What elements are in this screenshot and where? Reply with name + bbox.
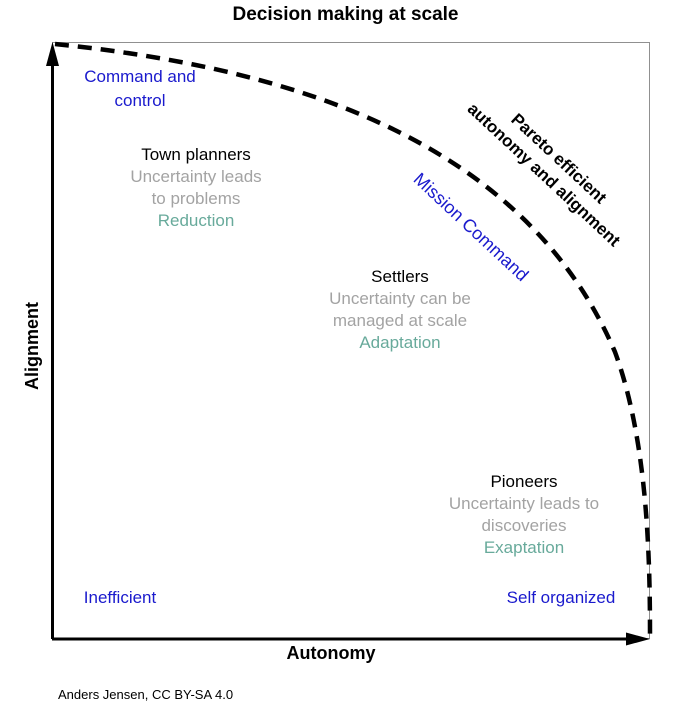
zone-description-line1: Uncertainty leads (130, 167, 262, 186)
zone-description-line2: to problems (151, 189, 241, 208)
zone-pioneers: Pioneers Uncertainty leads to discoverie… (424, 471, 624, 559)
y-axis-label: Alignment (22, 302, 42, 390)
attribution-credit: Anders Jensen, CC BY-SA 4.0 (58, 687, 234, 702)
zone-town-planners: Town planners Uncertainty leads to probl… (96, 144, 296, 232)
zone-name: Town planners (141, 145, 251, 164)
command-control-line2: control (114, 91, 166, 110)
label-command-and-control: Command and control (55, 65, 225, 113)
label-self-organized: Self organized (506, 588, 616, 607)
zone-name: Pioneers (490, 472, 558, 491)
zone-method: Reduction (157, 211, 235, 230)
zone-settlers: Settlers Uncertainty can be managed at s… (300, 266, 500, 354)
x-axis-label: Autonomy (286, 643, 376, 663)
zone-method: Exaptation (483, 538, 565, 557)
diagram-title: Decision making at scale (232, 4, 459, 25)
zone-description-line2: discoveries (481, 516, 567, 535)
zone-method: Adaptation (359, 333, 441, 352)
command-control-line1: Command and (84, 67, 196, 86)
zone-description-line2: managed at scale (332, 311, 468, 330)
zone-name: Settlers (371, 267, 429, 286)
zone-description-line1: Uncertainty leads to (448, 494, 600, 513)
zone-description-line1: Uncertainty can be (329, 289, 471, 308)
label-inefficient: Inefficient (83, 588, 157, 607)
